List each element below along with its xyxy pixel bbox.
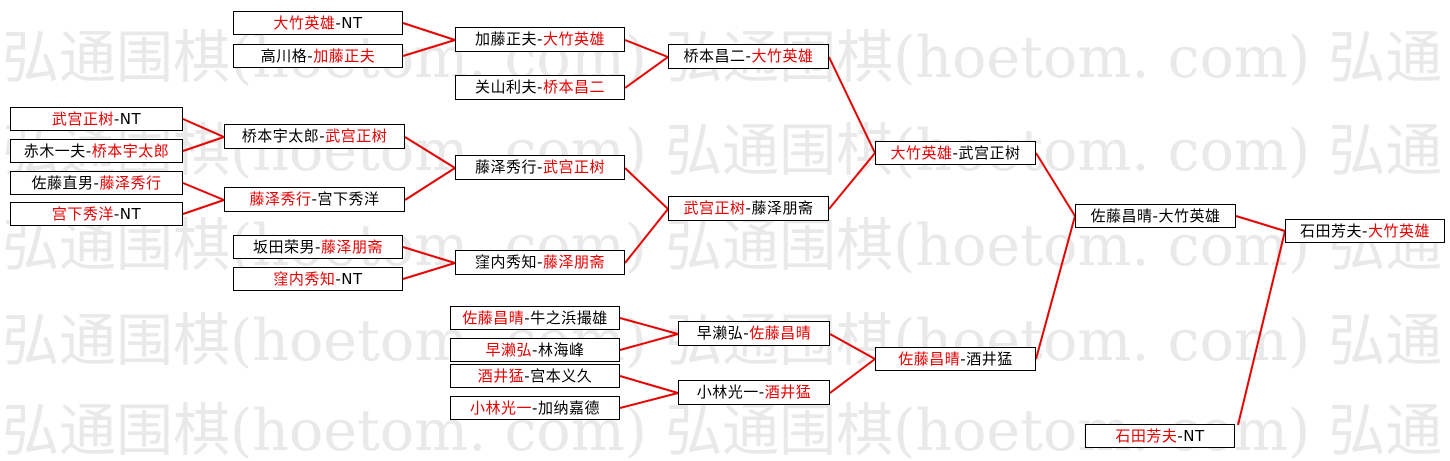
winner-name: 藤泽朋斋 <box>320 237 383 256</box>
winner-name: 宫下秀洋 <box>51 204 114 223</box>
match-text: -牛之浜撮雄 <box>524 308 608 327</box>
match-box-final: 石田芳夫-大竹英雄 <box>1285 219 1445 243</box>
match-text: 加藤正夫- <box>475 30 543 48</box>
winner-name: 藤泽秀行 <box>99 173 162 192</box>
match-box: 大竹英雄-NT <box>233 11 403 35</box>
winner-name: 石田芳夫 <box>1115 426 1178 445</box>
match-text: -林海峰 <box>532 340 585 359</box>
winner-name: 藤泽朋斋 <box>542 253 605 271</box>
match-text: -NT <box>335 13 363 32</box>
match-text: -酒井猛 <box>960 349 1013 368</box>
match-text: 石田芳夫- <box>1300 221 1368 240</box>
match-box: 窪内秀知-NT <box>233 267 403 291</box>
match-text: 早濑弘- <box>696 324 750 342</box>
match-box: 武宫正树-NT <box>10 107 183 131</box>
match-text: 高川格- <box>260 46 314 65</box>
winner-name: 桥本昌二 <box>542 78 605 96</box>
match-text: -NT <box>113 204 142 223</box>
match-box: 佐藤昌晴-牛之浜撮雄 <box>450 306 620 330</box>
winner-name: 早濑弘 <box>485 340 533 359</box>
match-text: 小林光一- <box>696 383 765 401</box>
match-text: -加纳嘉德 <box>532 398 600 417</box>
match-box: 佐藤昌晴-大竹英雄 <box>1075 204 1236 228</box>
match-box: 酒井猛-宫本义久 <box>450 364 620 388</box>
match-box: 藤泽秀行-武宫正树 <box>455 155 625 180</box>
match-text: 桥本昌二- <box>683 47 752 65</box>
match-box: 大竹英雄-武宫正树 <box>875 141 1036 165</box>
match-box: 早濑弘-佐藤昌晴 <box>678 321 830 346</box>
match-text: -NT <box>113 109 142 128</box>
winner-name: 小林光一 <box>470 398 533 417</box>
match-text: 佐藤直男- <box>31 173 100 192</box>
match-box: 赤木一夫-桥本宇太郎 <box>10 139 183 163</box>
winner-name: 加藤正夫 <box>313 46 376 65</box>
match-text: -NT <box>335 269 363 288</box>
match-box: 窪内秀知-藤泽朋斋 <box>455 250 625 275</box>
match-box: 关山利夫-桥本昌二 <box>455 75 625 100</box>
match-text: -藤泽朋斋 <box>745 199 814 217</box>
match-box: 早濑弘-林海峰 <box>450 338 620 362</box>
winner-name: 武宫正树 <box>51 109 114 128</box>
match-box: 小林光一-酒井猛 <box>678 380 830 405</box>
match-box: 宫下秀洋-NT <box>10 202 183 226</box>
winner-name: 桥本宇太郎 <box>91 141 170 160</box>
winner-name: 佐藤昌晴 <box>898 349 961 368</box>
match-text: 桥本宇太郎- <box>241 127 326 145</box>
winner-name: 大竹英雄 <box>890 143 953 162</box>
match-text: 赤木一夫- <box>23 141 92 160</box>
match-text: 坂田荣男- <box>253 237 321 256</box>
match-box: 桥本昌二-大竹英雄 <box>668 44 829 69</box>
match-text: -宫本义久 <box>524 366 593 385</box>
winner-name: 窪内秀知 <box>273 269 336 288</box>
match-box: 石田芳夫-NT <box>1085 424 1235 448</box>
match-box: 武宫正树-藤泽朋斋 <box>668 196 829 221</box>
match-text: 窪内秀知- <box>475 253 543 271</box>
match-box: 佐藤直男-藤泽秀行 <box>10 171 183 195</box>
match-box: 藤泽秀行-宫下秀洋 <box>224 187 405 212</box>
winner-name: 大竹英雄 <box>1367 221 1430 240</box>
match-box: 小林光一-加纳嘉德 <box>450 396 620 420</box>
winner-name: 佐藤昌晴 <box>462 308 525 327</box>
match-text: -NT <box>1177 426 1205 445</box>
winner-name: 武宫正树 <box>542 158 605 176</box>
winner-name: 武宫正树 <box>325 127 388 145</box>
match-text: -武宫正树 <box>952 143 1021 162</box>
winner-name: 佐藤昌晴 <box>749 324 812 342</box>
winner-name: 藤泽秀行 <box>249 190 312 208</box>
match-box: 桥本宇太郎-武宫正树 <box>224 124 405 149</box>
match-text: 藤泽秀行- <box>475 158 543 176</box>
winner-name: 大竹英雄 <box>273 13 336 32</box>
match-box: 加藤正夫-大竹英雄 <box>455 27 625 52</box>
winner-name: 酒井猛 <box>764 383 812 401</box>
match-box: 坂田荣男-藤泽朋斋 <box>233 235 403 259</box>
match-text: 关山利夫- <box>475 78 543 96</box>
match-text: 佐藤昌晴-大竹英雄 <box>1090 206 1221 225</box>
match-box: 高川格-加藤正夫 <box>233 44 403 68</box>
match-box: 佐藤昌晴-酒井猛 <box>875 347 1036 371</box>
match-text: -宫下秀洋 <box>311 190 380 208</box>
winner-name: 大竹英雄 <box>542 30 605 48</box>
winner-name: 酒井猛 <box>477 366 525 385</box>
winner-name: 大竹英雄 <box>751 47 814 65</box>
winner-name: 武宫正树 <box>683 199 746 217</box>
